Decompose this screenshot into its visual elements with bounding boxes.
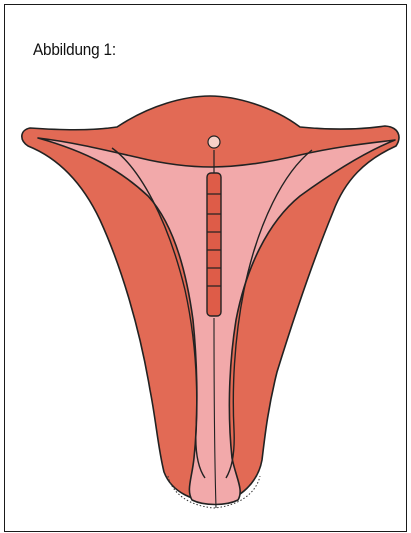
iud-loop: [208, 136, 220, 148]
